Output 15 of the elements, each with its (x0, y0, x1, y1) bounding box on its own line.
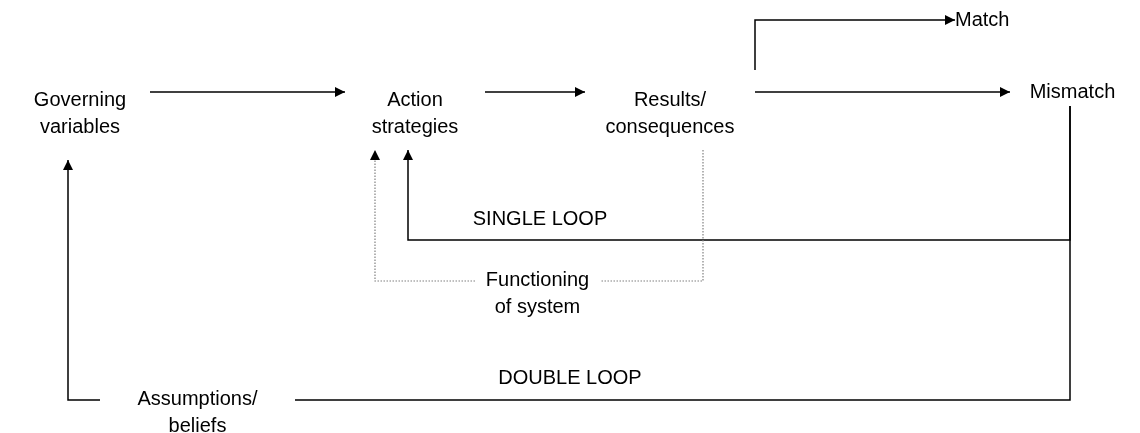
node-label: Mismatch (1029, 79, 1116, 104)
arrow (754, 87, 1011, 97)
node-label: Governing variables (32, 87, 128, 139)
node-label: Match (955, 7, 1010, 32)
dotted-arrow (370, 149, 476, 282)
node-label: Results/ consequences (604, 87, 736, 139)
arrow (484, 87, 586, 97)
edge-label: SINGLE LOOP (472, 207, 608, 230)
node-label: Functioning of system (484, 267, 591, 319)
arrow (754, 15, 956, 71)
arrow (149, 87, 346, 97)
node-label: Action strategies (370, 87, 460, 139)
edge-label: DOUBLE LOOP (498, 366, 642, 389)
arrow (63, 159, 101, 401)
node-label: Assumptions/ beliefs (136, 386, 259, 433)
